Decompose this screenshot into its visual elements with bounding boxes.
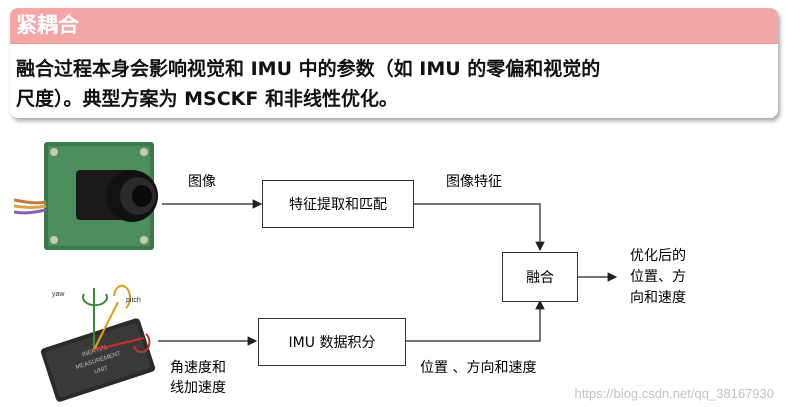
imu-integration-box: IMU 数据积分 [258, 318, 406, 366]
card-title: 紧耦合 [10, 8, 778, 44]
result-line-2: 位置、方 [630, 269, 686, 285]
axis-pitch: pitch [126, 297, 141, 304]
fusion-box: 融合 [502, 252, 578, 302]
imu-input-line-1: 角速度和 [170, 360, 226, 376]
feature-output-label: 图像特征 [446, 174, 502, 190]
card-body: 融合过程本身会影响视觉和 IMU 中的参数（如 IMU 的零偏和视觉的 尺度）。… [10, 44, 778, 114]
chip-text-3: UNIT [94, 365, 109, 375]
axis-roll: roll [134, 353, 144, 360]
watermark: https://blog.csdn.net/qq_38167930 [574, 386, 775, 401]
arrow-integration-to-fusion [405, 299, 545, 342]
axis-yaw: yaw [52, 291, 65, 298]
result-line-3: 向和速度 [630, 290, 686, 306]
arrow-feature-to-fusion [413, 203, 545, 252]
imu-output-label: 位置 、方向和速度 [420, 360, 537, 376]
result-line-1: 优化后的 [630, 248, 686, 264]
info-card: 紧耦合 融合过程本身会影响视觉和 IMU 中的参数（如 IMU 的零偏和视觉的 … [10, 8, 778, 118]
fusion-diagram: INERTIAL MEASUREMENT UNIT yaw pitch roll… [0, 130, 786, 407]
imu-input-line-2: 线加速度 [170, 380, 226, 396]
camera-output-label: 图像 [188, 174, 216, 190]
card-text-line-2: 尺度）。典型方案为 MSCKF 和非线性优化。 [16, 88, 398, 110]
camera-module-image [14, 142, 158, 250]
imu-chip-image: INERTIAL MEASUREMENT UNIT yaw pitch roll [40, 284, 156, 402]
feature-extraction-box: 特征提取和匹配 [262, 180, 414, 228]
card-text-line-1: 融合过程本身会影响视觉和 IMU 中的参数（如 IMU 的零偏和视觉的 [16, 58, 601, 80]
connectors [158, 199, 618, 346]
